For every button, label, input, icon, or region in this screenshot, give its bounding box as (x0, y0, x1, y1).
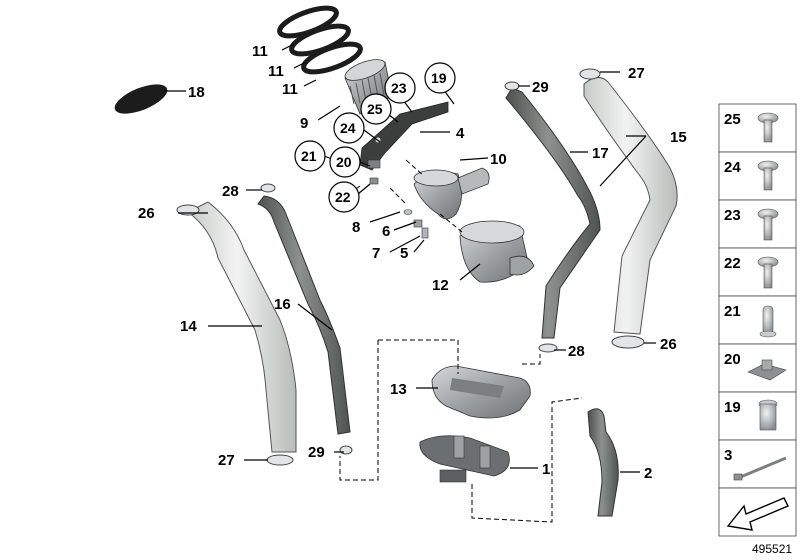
callout-29-bottom: 29 (308, 444, 325, 461)
legend-row-3: 3 (718, 439, 797, 489)
hose-clamp-27-bottom (266, 454, 294, 466)
hose-clamp-28-top (260, 183, 276, 193)
callout-11-top: 11 (252, 43, 268, 60)
nut-6 (413, 219, 423, 228)
hose-clamp-26-right (611, 335, 645, 349)
hose-16 (257, 195, 351, 435)
legend-row-21: 21 (718, 295, 797, 345)
callout-8: 8 (352, 219, 360, 236)
callout-2: 2 (644, 465, 652, 482)
callout-5: 5 (400, 245, 408, 262)
callout-11-middle: 11 (268, 63, 284, 80)
dashed-routing-lines (339, 159, 583, 523)
legend-row-20: 20 (718, 343, 797, 393)
spacer-19-icon (758, 399, 778, 431)
cover-13 (431, 365, 531, 419)
callout-28-top: 28 (222, 183, 239, 200)
callout-6: 6 (382, 223, 390, 240)
pump-cover-12 (459, 220, 535, 283)
hose-2 (587, 408, 619, 517)
flange-plate-1 (419, 435, 510, 483)
callout-9: 9 (300, 115, 308, 132)
callout-13: 13 (390, 381, 407, 398)
parts-legend: 25 24 23 22 (718, 103, 797, 537)
callout-numbers: 11 11 11 9 18 19 23 25 24 21 20 22 4 10 … (138, 43, 687, 482)
legend-row-25: 25 (718, 103, 797, 153)
bolt-7 (421, 227, 429, 239)
seal-ring-11-bottom (301, 41, 363, 75)
callout-25: 25 (367, 101, 383, 117)
legend-row-arrow (718, 487, 797, 537)
hose-14 (187, 201, 297, 453)
callout-12: 12 (432, 277, 449, 294)
callout-26-right: 26 (660, 336, 677, 353)
callout-15: 15 (670, 129, 687, 146)
callout-1: 1 (542, 461, 550, 478)
callout-11-bottom: 11 (282, 81, 298, 98)
oval-seal-18 (114, 84, 168, 114)
screw-22-part (369, 177, 379, 185)
callout-26-left: 26 (138, 205, 155, 222)
callout-29-top: 29 (532, 79, 549, 96)
arrow-down-left-icon (726, 497, 789, 531)
callout-21: 21 (301, 148, 317, 164)
legend-row-23: 23 (718, 199, 797, 249)
callout-27-top: 27 (628, 65, 645, 82)
cable-tie-3-icon (733, 456, 787, 481)
callout-circles (294, 62, 456, 213)
rubber-mount-20-icon (747, 359, 787, 381)
callout-18: 18 (188, 84, 205, 101)
pin-21-icon (759, 305, 777, 338)
callout-23: 23 (391, 80, 407, 96)
screw-25-icon (757, 112, 779, 143)
legend-row-24: 24 (718, 151, 797, 201)
callout-7: 7 (372, 245, 380, 262)
legend-number-25: 25 (724, 111, 741, 128)
callout-24: 24 (340, 120, 356, 136)
legend-number-23: 23 (724, 207, 741, 224)
legend-row-19: 19 (718, 391, 797, 441)
callout-4: 4 (456, 125, 465, 142)
legend-number-21: 21 (724, 303, 741, 320)
washer-8 (403, 209, 413, 215)
hose-15 (583, 77, 678, 335)
callout-19: 19 (431, 70, 447, 86)
rubber-mount-20 (367, 159, 381, 169)
legend-number-24: 24 (724, 159, 741, 176)
screw-22-icon (757, 256, 779, 289)
hose-clamp-29-bottom (339, 445, 353, 455)
legend-number-3: 3 (724, 447, 732, 464)
callout-16: 16 (274, 296, 291, 313)
hose-clamp-27-top (579, 68, 601, 80)
legend-number-22: 22 (724, 255, 741, 272)
hose-clamp-28-bottom (538, 343, 558, 353)
legend-row-22: 22 (718, 247, 797, 297)
diagram-reference-number: 495521 (752, 542, 792, 556)
screw-23-icon (757, 208, 779, 241)
callout-28-bottom: 28 (568, 343, 585, 360)
hose-clamp-29-top (504, 81, 520, 91)
callout-14: 14 (180, 318, 197, 335)
hose-17 (505, 87, 601, 339)
callout-22: 22 (335, 189, 351, 205)
callout-17: 17 (592, 145, 609, 162)
callout-27-bottom: 27 (218, 452, 235, 469)
callout-20: 20 (336, 154, 352, 170)
callout-10: 10 (490, 151, 507, 168)
legend-number-19: 19 (724, 399, 741, 416)
screw-24-icon (757, 160, 779, 191)
legend-number-20: 20 (724, 351, 741, 368)
connector-housing-10 (413, 167, 490, 220)
